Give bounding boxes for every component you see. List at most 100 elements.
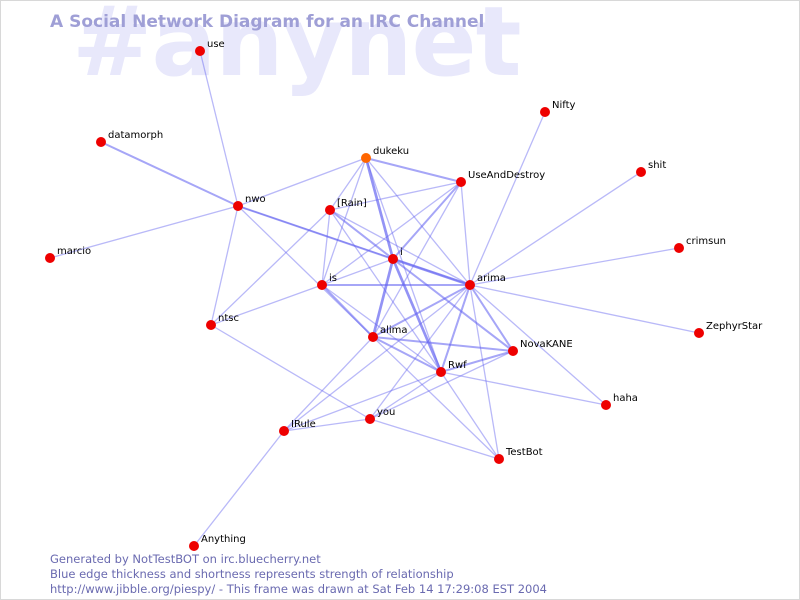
node-dukeku: dukeku bbox=[361, 146, 409, 163]
node-you: you bbox=[365, 407, 395, 424]
node-Rwf: Rwf bbox=[436, 360, 467, 377]
edge-UseAndDestroy-arima bbox=[460, 181, 471, 286]
node-dot-ntsc bbox=[206, 320, 216, 330]
node-ZephyrStar: ZephyrStar bbox=[694, 321, 763, 338]
edge-you-IRule bbox=[283, 418, 371, 432]
node-use: use bbox=[195, 39, 225, 56]
node-Anything: Anything bbox=[189, 534, 246, 551]
edge-arima-alima bbox=[372, 284, 471, 338]
node-label-Nifty: Nifty bbox=[552, 100, 576, 111]
node-label-TestBot: TestBot bbox=[505, 447, 543, 458]
node-label-Rain: [Rain] bbox=[337, 198, 367, 209]
edge-nwo-ntsc bbox=[210, 205, 239, 326]
edge-Rwf-you bbox=[369, 371, 442, 420]
node-label-marcio: marcio bbox=[57, 246, 91, 257]
node-dot-use bbox=[195, 46, 205, 56]
diagram-title: A Social Network Diagram for an IRC Chan… bbox=[50, 12, 485, 32]
node-label-crimsun: crimsun bbox=[686, 236, 726, 247]
node-label-ntsc: ntsc bbox=[218, 313, 239, 324]
node-dot-i bbox=[388, 254, 398, 264]
footer-legend-note: Blue edge thickness and shortness repres… bbox=[50, 567, 454, 581]
node-dot-you bbox=[365, 414, 375, 424]
edge-is-alima bbox=[321, 284, 374, 338]
node-Rain: [Rain] bbox=[325, 198, 367, 215]
edge-arima-NovaKANE bbox=[469, 284, 514, 352]
edge-arima-Rwf bbox=[440, 284, 471, 373]
edge-is-Rwf bbox=[321, 284, 442, 373]
node-label-ZephyrStar: ZephyrStar bbox=[706, 321, 763, 332]
edge-dukeku-UseAndDestroy bbox=[365, 157, 462, 183]
node-nwo: nwo bbox=[233, 194, 266, 211]
edge-Rain-ntsc bbox=[210, 209, 331, 326]
edge-IRule-Rwf bbox=[283, 371, 442, 432]
node-label-dukeku: dukeku bbox=[373, 146, 409, 157]
edge-use-nwo bbox=[199, 50, 239, 207]
node-dot-shit bbox=[636, 167, 646, 177]
node-dot-dukeku bbox=[361, 153, 371, 163]
edge-dukeku-arima bbox=[365, 157, 471, 286]
node-UseAndDestroy: UseAndDestroy bbox=[456, 170, 545, 187]
edge-arima-TestBot bbox=[469, 284, 500, 460]
node-shit: shit bbox=[636, 160, 666, 177]
node-ntsc: ntsc bbox=[206, 313, 239, 330]
edge-is-ntsc bbox=[210, 284, 323, 326]
node-label-is: is bbox=[329, 273, 337, 284]
edge-Rain-i bbox=[329, 209, 394, 260]
node-label-datamorph: datamorph bbox=[108, 130, 163, 141]
edge-alima-TestBot bbox=[372, 336, 500, 460]
node-label-IRule: IRule bbox=[291, 419, 316, 430]
edge-arima-Nifty bbox=[469, 111, 546, 286]
node-label-haha: haha bbox=[613, 393, 638, 404]
node-dot-crimsun bbox=[674, 243, 684, 253]
node-label-shit: shit bbox=[648, 160, 666, 171]
node-marcio: marcio bbox=[45, 246, 91, 263]
node-label-arima: arima bbox=[477, 273, 506, 284]
node-dot-NovaKANE bbox=[508, 346, 518, 356]
node-dot-is bbox=[317, 280, 327, 290]
node-dot-UseAndDestroy bbox=[456, 177, 466, 187]
edge-alima-Rwf bbox=[372, 336, 442, 373]
node-dot-arima bbox=[465, 280, 475, 290]
node-label-alima: alima bbox=[380, 325, 408, 336]
node-Nifty: Nifty bbox=[540, 100, 576, 117]
edge-IRule-Anything bbox=[193, 430, 285, 547]
footer: Generated by NotTestBOT on irc.bluecherr… bbox=[50, 552, 547, 597]
node-label-i: i bbox=[400, 247, 403, 258]
edge-NovaKANE-you bbox=[369, 350, 514, 420]
edge-i-Rwf bbox=[391, 257, 443, 374]
node-alima: alima bbox=[368, 325, 408, 342]
node-is: is bbox=[317, 273, 337, 290]
edge-arima-haha bbox=[469, 284, 607, 406]
edge-i-is bbox=[321, 258, 394, 286]
edge-marcio-nwo bbox=[49, 205, 239, 259]
edge-arima-you bbox=[369, 284, 471, 420]
edge-dukeku-Rwf bbox=[365, 157, 442, 373]
edge-dukeku-Rain bbox=[329, 157, 367, 211]
node-label-Rwf: Rwf bbox=[448, 360, 467, 371]
edge-UseAndDestroy-alima bbox=[372, 181, 462, 338]
node-IRule: IRule bbox=[279, 419, 316, 436]
node-i: i bbox=[388, 247, 403, 264]
edge-Rain-arima bbox=[329, 209, 471, 286]
node-dot-alima bbox=[368, 332, 378, 342]
edge-alima-NovaKANE bbox=[372, 336, 514, 352]
node-dot-ZephyrStar bbox=[694, 328, 704, 338]
edge-arima-crimsun bbox=[469, 247, 680, 286]
edge-UseAndDestroy-i bbox=[392, 181, 462, 260]
edges-layer bbox=[49, 50, 700, 547]
node-dot-Anything bbox=[189, 541, 199, 551]
edge-Rain-is bbox=[321, 209, 331, 286]
node-dot-Rwf bbox=[436, 367, 446, 377]
node-dot-IRule bbox=[279, 426, 289, 436]
node-dot-marcio bbox=[45, 253, 55, 263]
node-TestBot: TestBot bbox=[494, 447, 543, 464]
footer-generated-by: Generated by NotTestBOT on irc.bluecherr… bbox=[50, 552, 321, 566]
nodes-layer: use datamorph marcio nwo dukekuUseAndDestroy… bbox=[45, 39, 763, 551]
edge-UseAndDestroy-Rain bbox=[329, 181, 462, 211]
node-label-Anything: Anything bbox=[201, 534, 246, 545]
edge-arima-IRule bbox=[283, 284, 471, 432]
edge-arima-ZephyrStar bbox=[469, 284, 700, 334]
node-label-UseAndDestroy: UseAndDestroy bbox=[468, 170, 545, 181]
edge-Rwf-TestBot bbox=[440, 371, 500, 460]
